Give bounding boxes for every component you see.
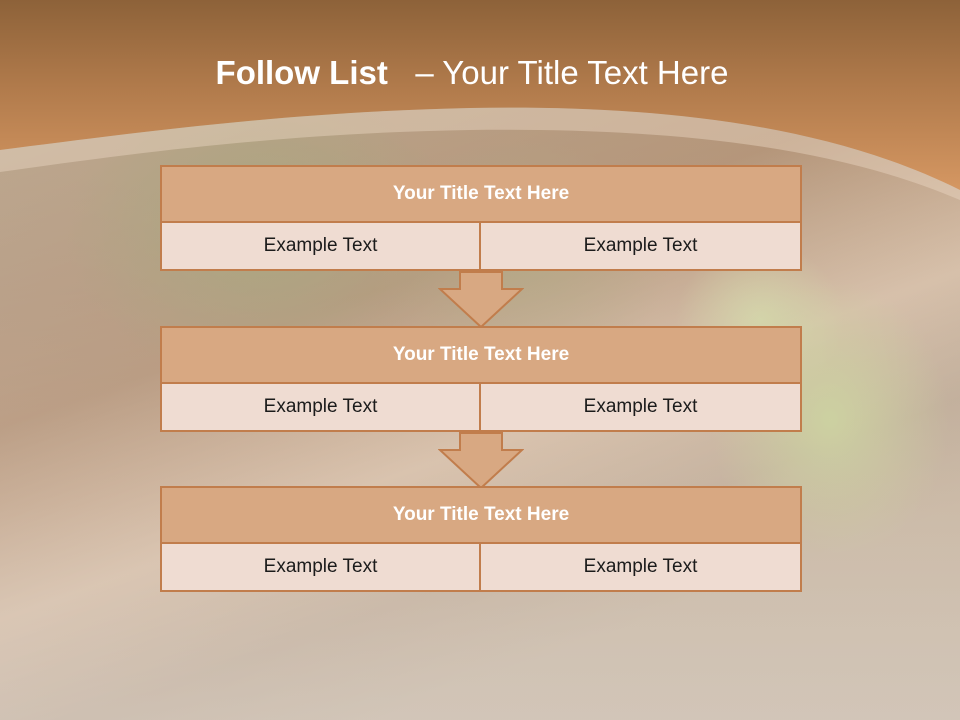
- step-right-text: Example Text: [479, 542, 802, 592]
- step-title: Your Title Text Here: [160, 326, 802, 384]
- step-block-1: Your Title Text Here Example Text Exampl…: [160, 165, 802, 271]
- step-left-text: Example Text: [160, 542, 481, 592]
- step-title: Your Title Text Here: [160, 165, 802, 223]
- step-block-3: Your Title Text Here Example Text Exampl…: [160, 486, 802, 592]
- down-arrow-icon: [438, 271, 524, 329]
- title-bold: Follow List: [215, 54, 388, 91]
- step-right-text: Example Text: [479, 382, 802, 432]
- step-block-2: Your Title Text Here Example Text Exampl…: [160, 326, 802, 432]
- title-rest: – Your Title Text Here: [415, 54, 729, 91]
- down-arrow-icon: [438, 432, 524, 490]
- header-band: [0, 0, 960, 200]
- step-left-text: Example Text: [160, 221, 481, 271]
- step-right-text: Example Text: [479, 221, 802, 271]
- step-left-text: Example Text: [160, 382, 481, 432]
- step-title: Your Title Text Here: [160, 486, 802, 544]
- slide-title: Follow List – Your Title Text Here: [0, 54, 944, 92]
